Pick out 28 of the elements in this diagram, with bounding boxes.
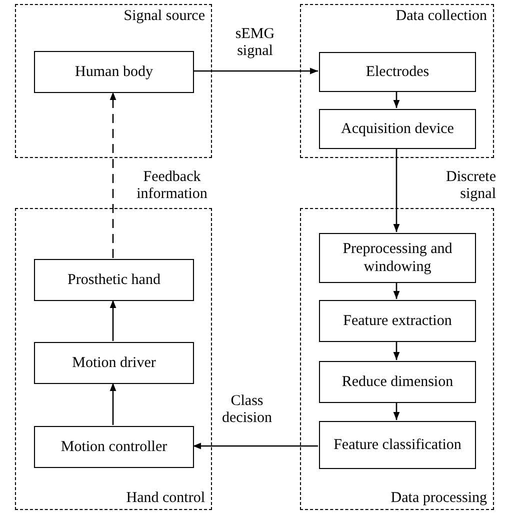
- arrow: [110, 383, 116, 425]
- process-box: Feature classification: [319, 421, 476, 469]
- process-box: Reduce dimension: [319, 361, 476, 403]
- arrow: [393, 402, 400, 420]
- arrow: [110, 300, 116, 341]
- process-box: Human body: [34, 51, 194, 93]
- arrow: [393, 91, 400, 108]
- process-box: Prosthetic hand: [34, 259, 194, 301]
- process-box: Motion driver: [34, 342, 194, 384]
- arrow: [393, 282, 400, 299]
- group-frame: [300, 208, 494, 510]
- process-box: Motion controller: [34, 426, 194, 468]
- process-box: Preprocessing and windowing: [319, 233, 476, 283]
- arrow: [193, 68, 318, 74]
- process-box: Feature extraction: [319, 300, 476, 342]
- arrow: [393, 148, 400, 232]
- group-frame: [15, 208, 212, 510]
- process-box: Electrodes: [319, 52, 476, 92]
- arrow: [110, 92, 116, 258]
- group-title: Data collection: [396, 7, 487, 25]
- arrow: [193, 442, 318, 450]
- group-frame: [300, 4, 494, 158]
- process-box: Acquisition device: [319, 109, 476, 149]
- group-title: Data processing: [390, 489, 487, 507]
- group-title: Hand control: [126, 489, 205, 507]
- group-title: Signal source: [124, 7, 205, 25]
- group-frame: [15, 4, 212, 158]
- arrow: [393, 341, 400, 360]
